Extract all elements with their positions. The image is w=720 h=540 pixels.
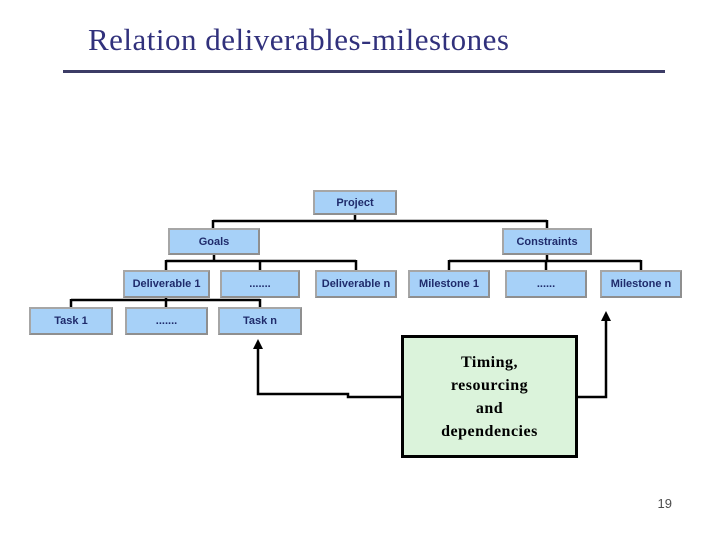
node-goals: Goals — [168, 228, 260, 255]
timing-note-box: Timing, resourcing and dependencies — [401, 335, 578, 458]
node-task-dots: ....... — [125, 307, 208, 335]
arrow-up-to-task-n-icon — [253, 339, 263, 349]
arrow-up-to-milestone-n-icon — [601, 311, 611, 321]
node-constraints: Constraints — [502, 228, 592, 255]
node-project: Project — [313, 190, 397, 215]
node-task-1: Task 1 — [29, 307, 113, 335]
node-milestone-1: Milestone 1 — [408, 270, 490, 298]
page-number: 19 — [657, 496, 672, 511]
node-task-n: Task n — [218, 307, 302, 335]
node-deliverable-n: Deliverable n — [315, 270, 397, 298]
page-title: Relation deliverables-milestones — [88, 22, 510, 57]
node-milestone-dots: ...... — [505, 270, 587, 298]
node-deliverable-dots: ....... — [220, 270, 300, 298]
node-deliverable-1: Deliverable 1 — [123, 270, 210, 298]
node-milestone-n: Milestone n — [600, 270, 682, 298]
title-underline — [63, 70, 665, 73]
